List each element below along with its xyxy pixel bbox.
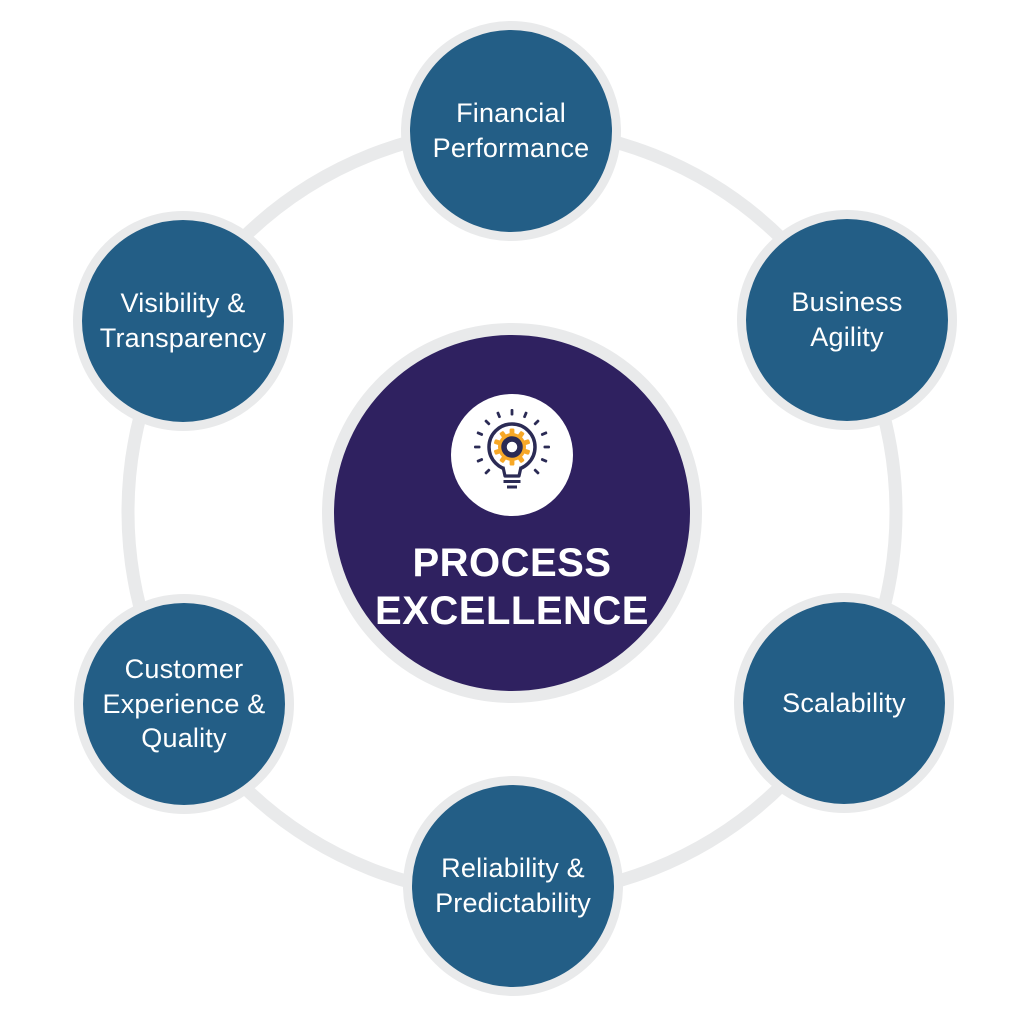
node-scalability: Scalability	[734, 593, 954, 813]
node-label: Financial Performance	[432, 98, 590, 163]
node-reliability-predictability: Reliability & Predictability	[403, 776, 623, 996]
node-label: Customer Experience & Quality	[102, 654, 266, 754]
center-label: PROCESS EXCELLENCE	[375, 541, 649, 633]
node-label: Scalability	[782, 687, 906, 718]
ray-dashes	[474, 409, 550, 475]
node-visibility-transparency: Visibility & Transparency	[73, 211, 293, 431]
node-label: Reliability & Predictability	[435, 853, 591, 918]
node-customer-experience-quality: Customer Experience & Quality	[74, 594, 294, 814]
node-label: Business Agility	[791, 287, 903, 352]
node-business-agility: Business Agility	[737, 210, 957, 430]
lightbulb-gear-icon	[451, 394, 573, 516]
node-financial-performance: Financial Performance	[401, 21, 621, 241]
node-label: Visibility & Transparency	[99, 288, 267, 353]
center-hub-circle: PROCESS EXCELLENCE	[322, 323, 702, 703]
